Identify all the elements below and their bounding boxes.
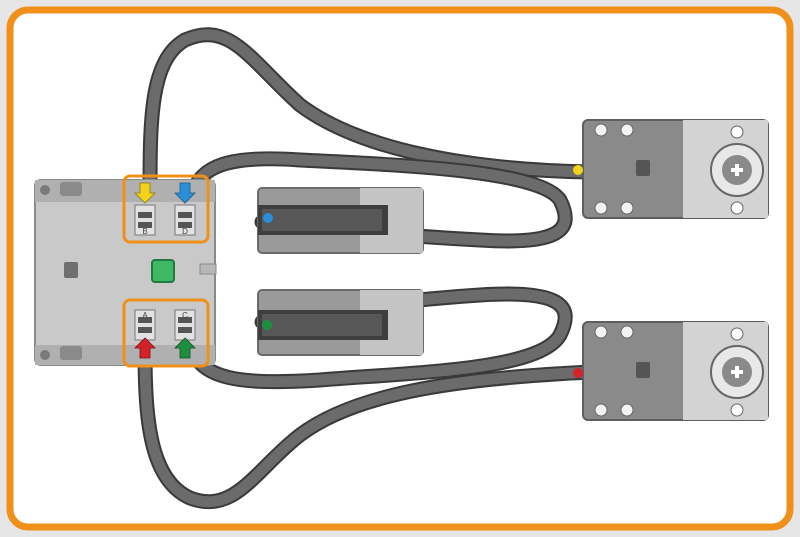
arrow-up-icon — [134, 337, 156, 359]
port-b-label: B — [142, 227, 147, 236]
port-a-label: A — [142, 311, 148, 320]
hub-slot-icon — [64, 262, 78, 278]
cable-dot-blue — [263, 213, 273, 223]
hub-power-button[interactable] — [151, 259, 175, 283]
hub: B D A C — [34, 174, 217, 368]
cables — [137, 27, 598, 510]
cable-dot-yellow — [573, 165, 583, 175]
port-d-socket — [174, 204, 196, 236]
port-a-socket — [134, 309, 156, 341]
top-right-motor — [582, 119, 769, 219]
arrow-down-icon — [174, 182, 196, 204]
port-d-label: D — [182, 227, 188, 236]
port-c-socket — [174, 309, 196, 341]
bottom-ports-highlight — [122, 298, 210, 368]
cable-dot-red — [573, 368, 583, 378]
middle-motor-green — [257, 289, 424, 356]
cable-dot-green — [262, 320, 272, 330]
middle-motor-blue — [257, 187, 424, 254]
port-c-label: C — [182, 311, 188, 320]
port-b-socket — [134, 204, 156, 236]
arrow-down-icon — [134, 182, 156, 204]
top-ports-highlight — [122, 174, 210, 244]
bottom-right-motor — [582, 321, 769, 421]
arrow-up-icon — [174, 337, 196, 359]
